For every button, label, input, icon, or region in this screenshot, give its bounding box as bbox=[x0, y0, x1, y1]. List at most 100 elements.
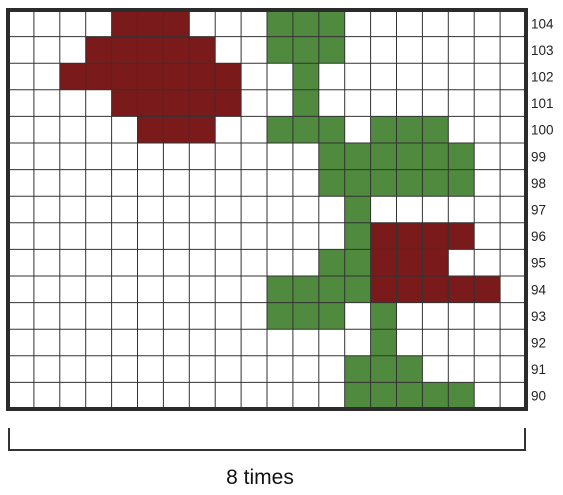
chart-cell bbox=[163, 10, 189, 37]
chart-cell bbox=[293, 116, 319, 143]
row-number-label: 102 bbox=[531, 70, 554, 85]
chart-cell bbox=[345, 249, 371, 276]
chart-cell bbox=[138, 37, 164, 64]
chart-cell bbox=[448, 276, 474, 303]
row-number-label: 97 bbox=[531, 203, 546, 218]
row-number-label: 100 bbox=[531, 123, 554, 138]
row-number-label: 92 bbox=[531, 336, 546, 351]
chart-cells bbox=[60, 10, 500, 409]
chart-cell bbox=[371, 249, 397, 276]
chart-cell bbox=[86, 37, 112, 64]
chart-cell bbox=[189, 90, 215, 117]
chart-cell bbox=[448, 382, 474, 409]
chart-cell bbox=[189, 116, 215, 143]
chart-cell bbox=[319, 276, 345, 303]
chart-gridlines bbox=[8, 10, 526, 409]
chart-cell bbox=[267, 303, 293, 330]
chart-cell bbox=[371, 382, 397, 409]
chart-cell bbox=[138, 116, 164, 143]
chart-cell bbox=[345, 382, 371, 409]
chart-cell bbox=[422, 223, 448, 250]
chart-cell bbox=[371, 276, 397, 303]
chart-cell bbox=[189, 63, 215, 90]
chart-cell bbox=[112, 63, 138, 90]
chart-cell bbox=[397, 276, 423, 303]
chart-cell bbox=[319, 143, 345, 170]
chart-cell bbox=[371, 223, 397, 250]
chart-cell bbox=[112, 10, 138, 37]
chart-cell bbox=[371, 116, 397, 143]
chart-cell bbox=[138, 10, 164, 37]
chart-cell bbox=[397, 356, 423, 383]
chart-cell bbox=[189, 37, 215, 64]
chart-cell bbox=[397, 170, 423, 197]
chart-cell bbox=[345, 223, 371, 250]
chart-cell bbox=[422, 249, 448, 276]
row-number-label: 103 bbox=[531, 43, 554, 58]
chart-cell bbox=[371, 303, 397, 330]
chart-cell bbox=[319, 37, 345, 64]
chart-cell bbox=[319, 249, 345, 276]
chart-cell bbox=[397, 223, 423, 250]
chart-cell bbox=[293, 303, 319, 330]
chart-cell bbox=[267, 10, 293, 37]
chart-cell bbox=[163, 63, 189, 90]
chart-cell bbox=[345, 143, 371, 170]
chart-cell bbox=[397, 116, 423, 143]
chart-cell bbox=[112, 90, 138, 117]
row-number-label: 94 bbox=[531, 282, 547, 297]
chart-cell bbox=[319, 10, 345, 37]
chart-cell bbox=[163, 37, 189, 64]
chart-cell bbox=[293, 37, 319, 64]
chart-cell bbox=[267, 276, 293, 303]
chart-cell bbox=[138, 63, 164, 90]
chart-cell bbox=[319, 170, 345, 197]
chart-cell bbox=[448, 143, 474, 170]
repeat-bracket bbox=[9, 428, 525, 450]
row-number-label: 101 bbox=[531, 96, 554, 111]
chart-cell bbox=[293, 90, 319, 117]
row-number-label: 91 bbox=[531, 362, 546, 377]
chart-cell bbox=[345, 276, 371, 303]
chart-cell bbox=[422, 170, 448, 197]
chart-cell bbox=[267, 116, 293, 143]
chart-cell bbox=[474, 276, 500, 303]
chart-cell bbox=[163, 116, 189, 143]
row-number-label: 95 bbox=[531, 256, 546, 271]
chart-cell bbox=[397, 382, 423, 409]
chart-cell bbox=[112, 37, 138, 64]
chart-cell bbox=[293, 276, 319, 303]
row-number-label: 99 bbox=[531, 149, 546, 164]
chart-cell bbox=[215, 63, 241, 90]
chart-cell bbox=[448, 223, 474, 250]
chart-cell bbox=[293, 63, 319, 90]
chart-cell bbox=[215, 90, 241, 117]
row-number-label: 90 bbox=[531, 389, 546, 404]
chart-cell bbox=[293, 10, 319, 37]
chart-cell bbox=[163, 90, 189, 117]
chart-cell bbox=[422, 143, 448, 170]
chart-cell bbox=[422, 382, 448, 409]
row-number-labels: 104 103 102 101 100 99 98 97 96 95 94 93 92 91 90 bbox=[531, 16, 554, 403]
repeat-label: 8 times bbox=[0, 466, 520, 490]
chart-cell bbox=[448, 170, 474, 197]
chart-cell bbox=[345, 196, 371, 223]
row-number-label: 98 bbox=[531, 176, 546, 191]
chart-cell bbox=[86, 63, 112, 90]
chart-cell bbox=[319, 303, 345, 330]
row-number-label: 93 bbox=[531, 309, 546, 324]
chart-cell bbox=[397, 143, 423, 170]
chart-cell bbox=[60, 63, 86, 90]
row-number-label: 96 bbox=[531, 229, 546, 244]
chart-cell bbox=[319, 116, 345, 143]
chart-cell bbox=[371, 170, 397, 197]
chart-cell bbox=[371, 143, 397, 170]
row-number-label: 104 bbox=[531, 16, 554, 31]
chart-cell bbox=[345, 356, 371, 383]
chart-cell bbox=[422, 116, 448, 143]
chart-cell bbox=[345, 170, 371, 197]
chart-cell bbox=[138, 90, 164, 117]
chart-cell bbox=[397, 249, 423, 276]
chart-cell bbox=[422, 276, 448, 303]
